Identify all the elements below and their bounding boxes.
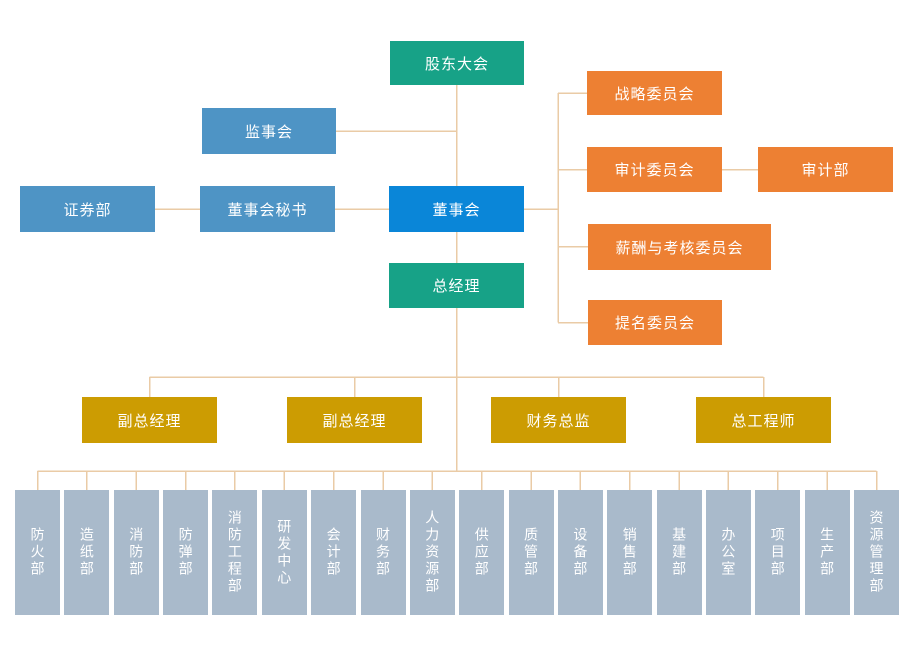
department-node[interactable]: 人力资源部 [409,490,455,615]
node-cfo[interactable]: 财务总监 [491,397,626,443]
department-node[interactable]: 供应部 [459,490,505,615]
department-node[interactable]: 会计部 [311,490,357,615]
department-node[interactable]: 销售部 [607,490,653,615]
node-general-manager[interactable]: 总经理 [389,263,524,308]
department-node[interactable]: 资源管理部 [854,490,899,615]
node-deputy-gm-2[interactable]: 副总经理 [287,397,422,443]
department-node[interactable]: 项目部 [755,490,801,615]
node-securities-dept[interactable]: 证券部 [20,186,155,232]
department-node[interactable]: 生产部 [804,490,850,615]
department-node[interactable]: 设备部 [557,490,603,615]
node-deputy-gm-1[interactable]: 副总经理 [82,397,217,443]
node-audit-committee[interactable]: 审计委员会 [587,147,722,192]
department-node[interactable]: 消防工程部 [212,490,258,615]
node-board-of-directors[interactable]: 董事会 [389,186,524,232]
node-chief-engineer[interactable]: 总工程师 [696,397,831,443]
node-supervisory-board[interactable]: 监事会 [202,108,336,154]
department-node[interactable]: 消防部 [113,490,159,615]
node-board-secretary[interactable]: 董事会秘书 [200,186,335,232]
node-shareholders-meeting[interactable]: 股东大会 [390,41,524,85]
department-node[interactable]: 质管部 [508,490,554,615]
node-compensation-committee[interactable]: 薪酬与考核委员会 [588,224,771,270]
department-node[interactable]: 研发中心 [261,490,307,615]
department-node[interactable]: 防弹部 [163,490,209,615]
department-node[interactable]: 财务部 [360,490,406,615]
department-node[interactable]: 基建部 [656,490,702,615]
node-nomination-committee[interactable]: 提名委员会 [588,300,722,345]
department-node[interactable]: 造纸部 [64,490,110,615]
node-strategy-committee[interactable]: 战略委员会 [587,71,722,115]
node-audit-dept[interactable]: 审计部 [758,147,893,192]
department-node[interactable]: 防火部 [15,490,60,615]
department-node[interactable]: 办公室 [705,490,751,615]
